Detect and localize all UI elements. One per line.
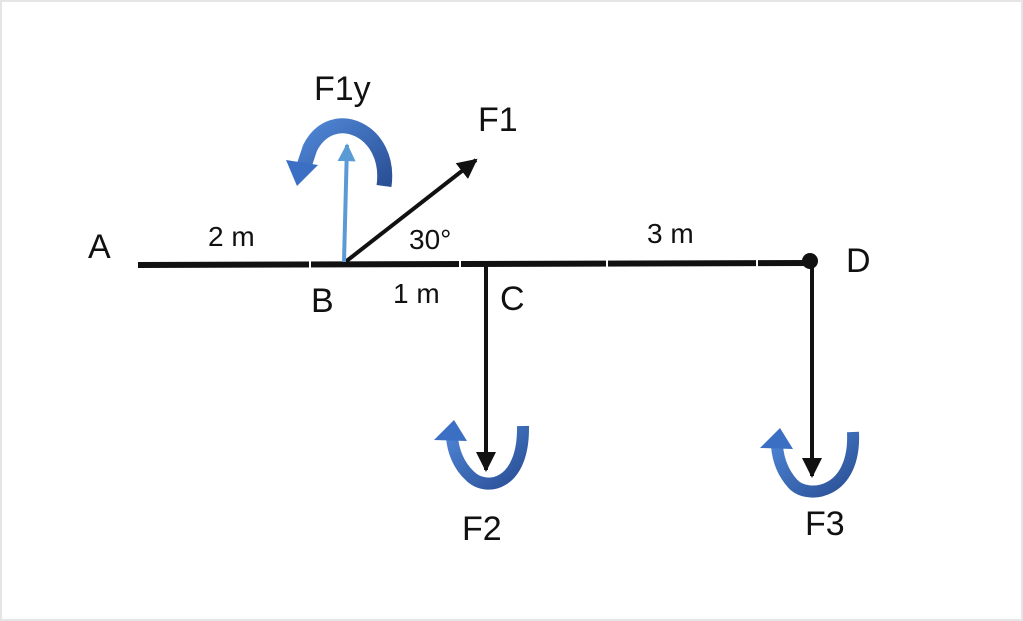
f1y-moment-arrow-icon: [286, 118, 393, 188]
dimension-cd-label: 3 m: [647, 218, 694, 249]
point-d-label: D: [846, 242, 871, 280]
beam: [137, 260, 811, 268]
point-d-dot: [802, 253, 818, 269]
dimension-ab-label: 2 m: [208, 221, 255, 252]
f3-label: F3: [805, 505, 845, 543]
f1-label: F1: [478, 101, 518, 139]
point-c-label: C: [500, 280, 525, 318]
point-b-label: B: [311, 282, 334, 320]
f1y-label: F1y: [314, 70, 371, 108]
angle-label: 30°: [409, 224, 451, 255]
f2-label: F2: [462, 510, 502, 548]
f2-moment-arrow-icon: [434, 420, 530, 490]
point-a-label: A: [88, 228, 111, 266]
dimension-bc-label: 1 m: [393, 278, 440, 309]
f1-arrow: [342, 158, 478, 265]
f1y-arrow: [337, 143, 356, 263]
f3-moment-arrow-icon: [760, 428, 860, 498]
